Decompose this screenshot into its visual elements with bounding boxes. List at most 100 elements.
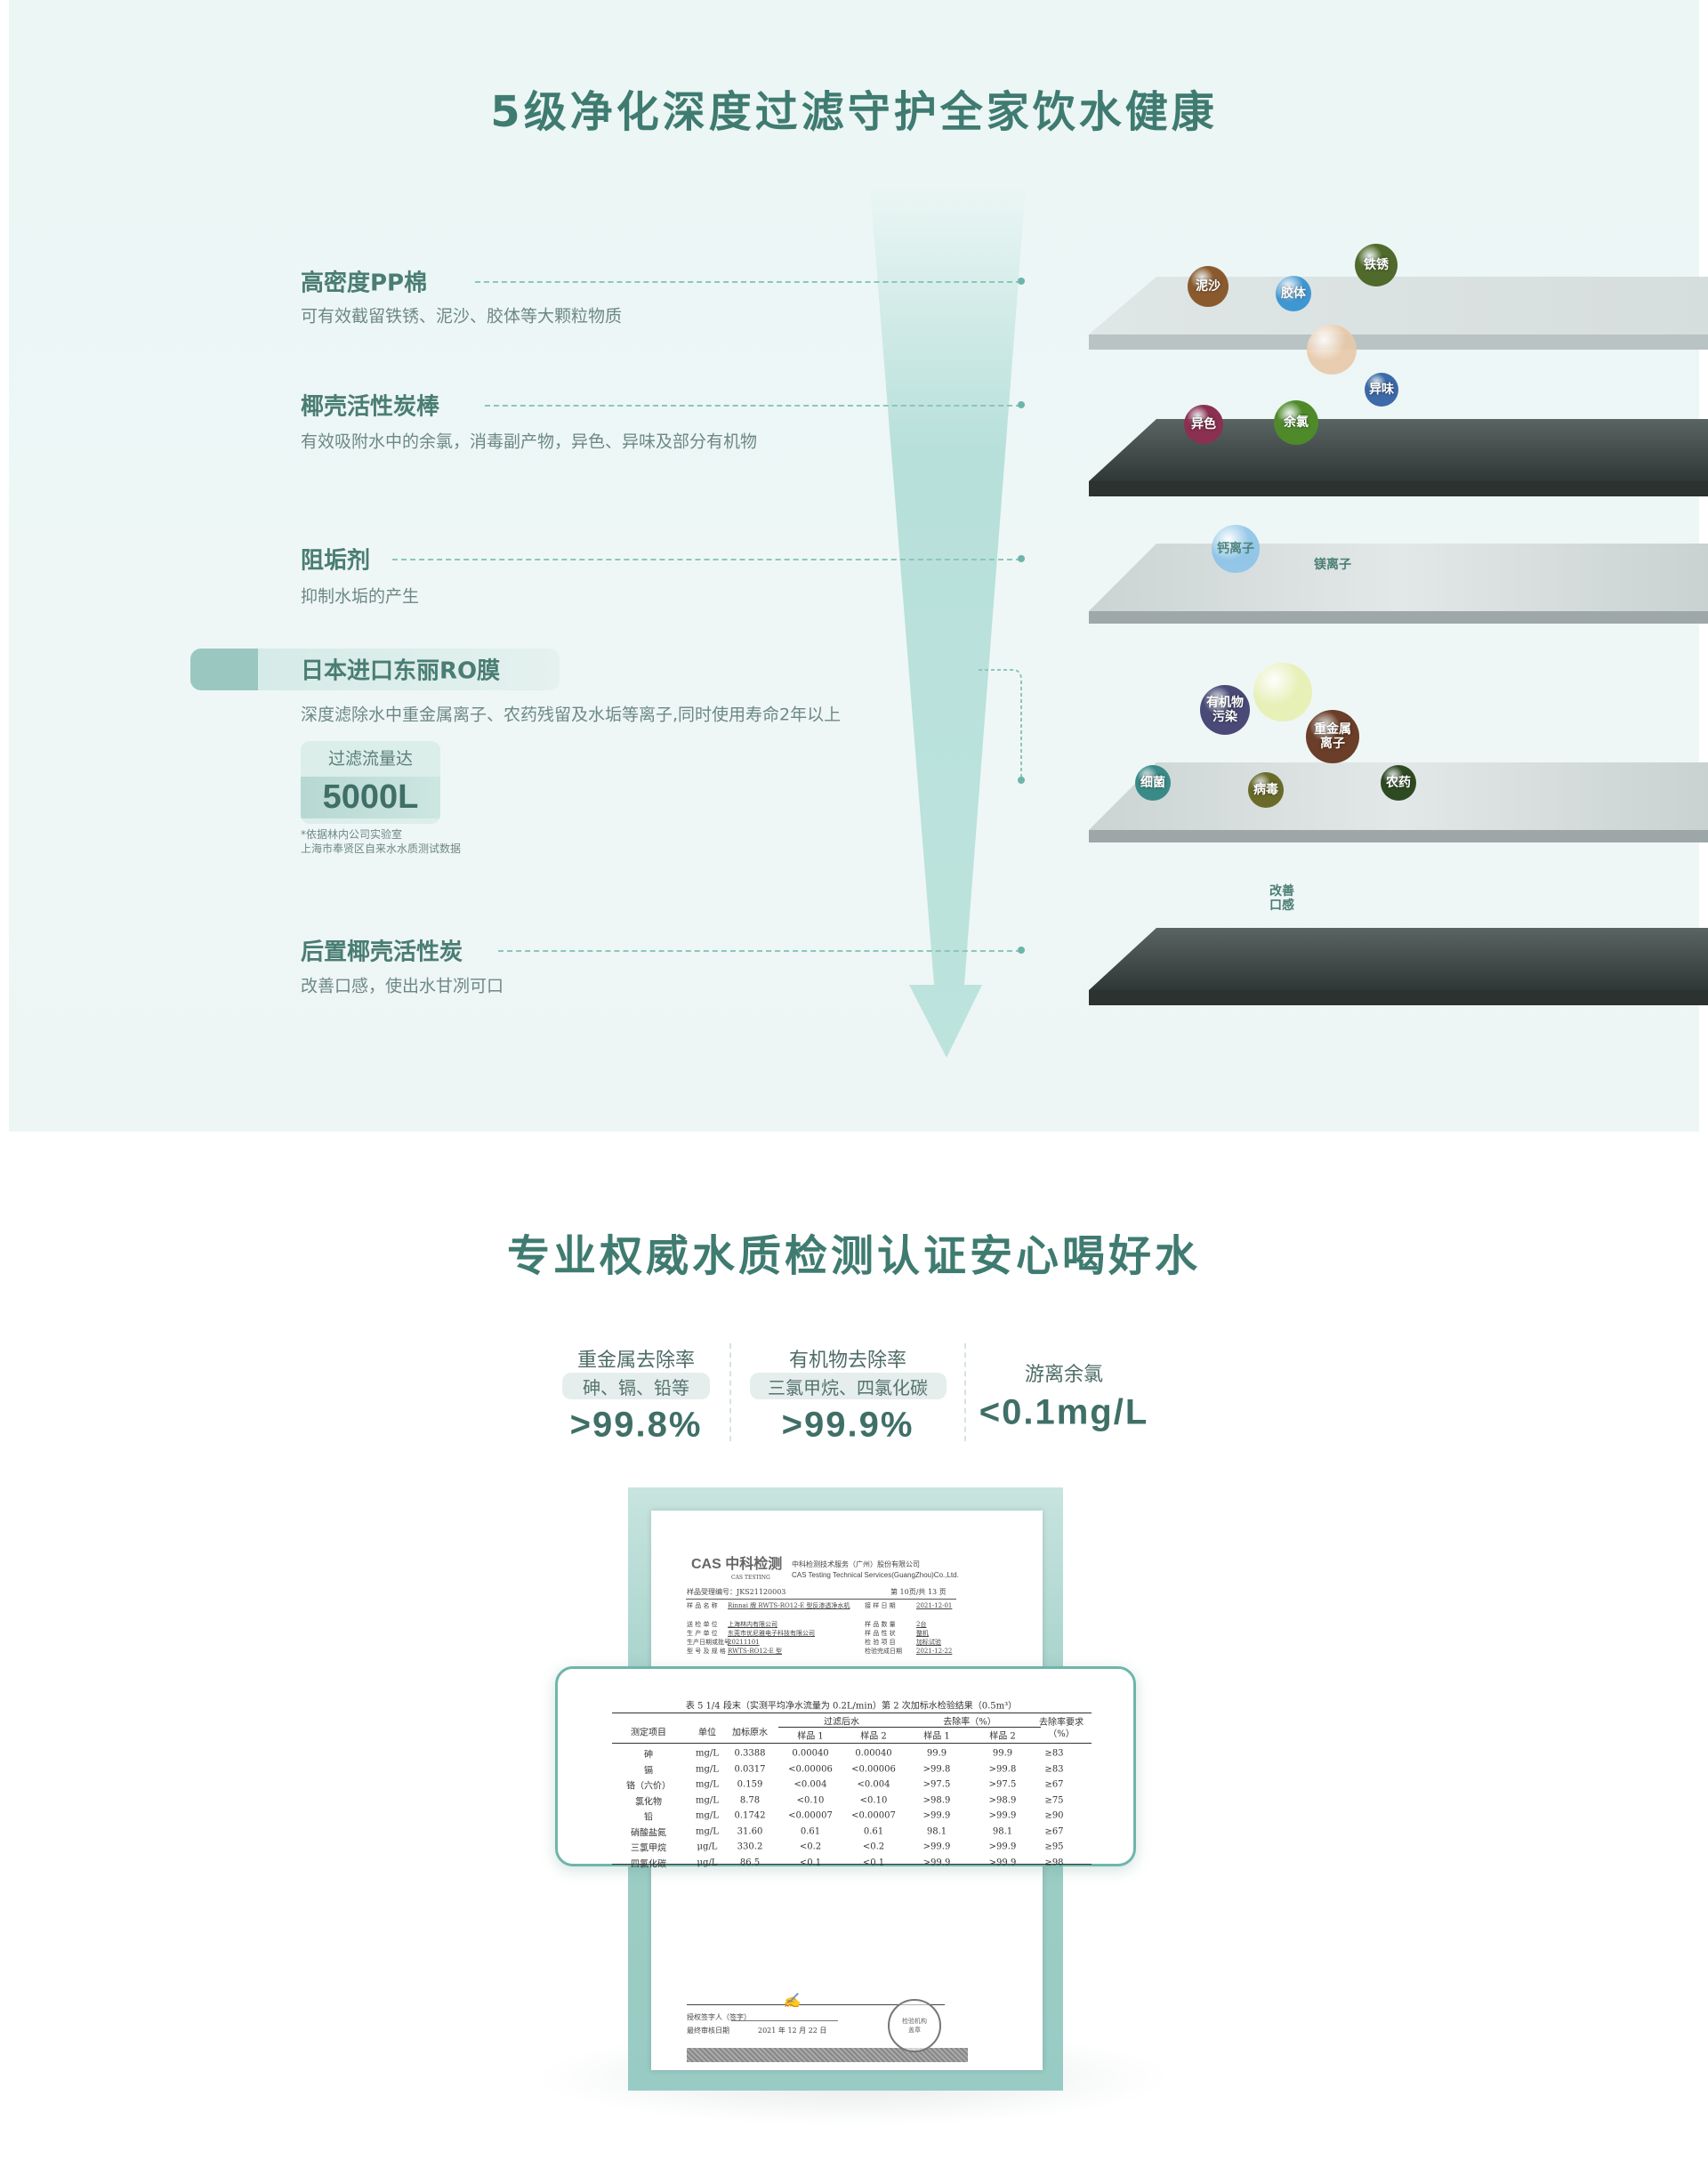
particle-1: 泥沙	[1188, 266, 1229, 307]
dotted-connector	[485, 405, 1021, 407]
certificate-field: 东莞市优尼雅电子科技有限公司	[728, 1630, 815, 1637]
table-rule	[612, 1743, 1092, 1744]
particle-6: 异色	[1184, 405, 1223, 444]
dotted-connector	[475, 281, 1021, 283]
table-cell: <0.1	[799, 1858, 822, 1867]
table-cell: >99.8	[988, 1764, 1017, 1774]
layer-post-carbon	[1089, 928, 1708, 1005]
certificate-field: 生产日期或批号	[687, 1639, 730, 1646]
table-cell: <0.10	[796, 1795, 825, 1805]
table-cell: μg/L	[697, 1842, 718, 1852]
table-cell: <0.2	[799, 1842, 822, 1852]
footnote-line: *依据林内公司实验室	[301, 828, 403, 841]
certificate-field: 整机	[916, 1630, 929, 1637]
certificate-field: 接 样 日 期	[865, 1602, 896, 1609]
particle-7: 余氯	[1274, 400, 1318, 445]
date-value: 2021 年 12 月 22 日	[758, 2027, 827, 2035]
column-header: 去除率要求（%）	[1039, 1718, 1084, 1739]
filter-name: 后置椰壳活性炭	[301, 939, 463, 966]
certificate-field: 2台	[916, 1621, 927, 1628]
particle-9	[1253, 663, 1312, 721]
certificate-field: 样 品 数 量	[865, 1621, 896, 1628]
table-cell: 0.159	[737, 1779, 763, 1790]
table-cell: <0.1	[862, 1858, 885, 1867]
table-cell: 铬（六价）	[626, 1781, 671, 1792]
security-band	[687, 2048, 968, 2062]
table-cell: ≥83	[1044, 1748, 1064, 1759]
section-title: 5级净化深度过滤守护全家饮水健康	[490, 87, 1218, 137]
table-cell: ≥98	[1044, 1858, 1064, 1867]
table-cell: mg/L	[696, 1764, 719, 1774]
table-cell: 98.1	[926, 1826, 947, 1836]
filter-desc: 可有效截留铁锈、泥沙、胶体等大颗粒物质	[301, 306, 623, 326]
certificate-field: 送 检 单 位	[687, 1621, 718, 1628]
table-cell: mg/L	[696, 1795, 719, 1805]
table-cell: mg/L	[696, 1810, 719, 1821]
table-cell: 8.78	[739, 1795, 761, 1805]
table-cell: 0.1742	[734, 1810, 766, 1821]
flow-footnote: *依据林内公司实验室 上海市奉贤区自来水水质测试数据	[301, 827, 461, 856]
table-cell: 0.61	[800, 1826, 821, 1836]
stat-label: 重金属去除率	[576, 1350, 696, 1372]
table-cell: 0.00040	[855, 1748, 892, 1759]
filter-desc: 抑制水垢的产生	[301, 586, 420, 607]
table-cell: 0.61	[863, 1826, 884, 1836]
ro-connector-line	[979, 669, 1022, 778]
particle-2: 胶体	[1276, 276, 1311, 311]
table-cell: <0.00007	[851, 1810, 896, 1821]
connector-dot	[1018, 777, 1025, 784]
table-cell: >99.9	[988, 1858, 1017, 1867]
filter-name: 日本进口东丽RO膜	[301, 657, 501, 685]
stat-pill: 三氯甲烷、四氯化碳	[749, 1373, 947, 1399]
certificate-field: 2021-12-22	[916, 1648, 953, 1655]
official-stamp: 检验机构 盖章	[888, 1999, 941, 2052]
table-cell: ≥67	[1044, 1826, 1064, 1836]
date-label: 最终审核日期	[687, 2027, 729, 2035]
layer-label: 镁离子	[1314, 558, 1351, 572]
signer-label: 授权签字人（签字）	[687, 2013, 751, 2021]
table-cell: mg/L	[696, 1748, 719, 1759]
table-cell: >99.9	[922, 1842, 951, 1852]
company-en: CAS Testing Technical Services(GuangZhou…	[792, 1571, 959, 1579]
stat-pill: 砷、镉、铅等	[562, 1373, 710, 1399]
table-cell: <0.004	[794, 1779, 827, 1790]
table-cell: >99.9	[922, 1810, 951, 1821]
column-subheader: 样品 1	[797, 1731, 824, 1742]
flow-label: 过滤流量达	[327, 749, 413, 769]
rule	[731, 2020, 838, 2021]
table-cell: >99.9	[988, 1810, 1017, 1821]
column-header: 加标原水	[732, 1728, 768, 1738]
section-title-2: 专业权威水质检测认证安心喝好水	[506, 1231, 1201, 1281]
table-cell: >97.5	[988, 1779, 1017, 1790]
certificate-field: 生 产 单 位	[687, 1630, 718, 1637]
table-cell: >99.8	[922, 1764, 951, 1774]
table-cell: 铅	[644, 1812, 653, 1823]
flow-rate-box: 过滤流量达 5000L	[301, 741, 440, 824]
table-cell: 0.00040	[792, 1748, 829, 1759]
table-cell: 硝酸盐氮	[631, 1828, 666, 1838]
table-cell: <0.2	[862, 1842, 885, 1852]
column-subheader: 样品 2	[860, 1731, 887, 1742]
stat-value: >99.9%	[781, 1405, 914, 1445]
footnote-line: 上海市奉贤区自来水水质测试数据	[301, 842, 462, 855]
table-caption: 表 5 1/4 段末（实测平均净水流量为 0.2L/min）第 2 次加标水检验…	[685, 1701, 1018, 1712]
stat-value: >99.8%	[569, 1405, 703, 1445]
filter-desc: 改善口感，使出水甘冽可口	[301, 976, 504, 996]
table-cell: 31.60	[737, 1826, 763, 1836]
layer-carbon-rod	[1089, 419, 1708, 496]
sample-number: 样品受理编号：JKS21120003	[687, 1588, 786, 1596]
stat-label: 有机物去除率	[788, 1350, 907, 1372]
certificate-field: 检 验 项 目	[865, 1639, 896, 1646]
column-header: 过滤后水	[824, 1717, 859, 1728]
table-cell: <0.00006	[851, 1764, 896, 1774]
connector-dot	[1018, 278, 1025, 285]
ro-highlight-badge	[190, 649, 560, 690]
page-number: 第 10页/共 13 页	[890, 1588, 947, 1596]
table-cell: 0.0317	[734, 1764, 766, 1774]
table-cell: 砷	[644, 1750, 653, 1761]
table-cell: 0.3388	[734, 1748, 766, 1759]
table-cell: 99.9	[992, 1748, 1013, 1759]
table-cell: ≥83	[1044, 1764, 1064, 1774]
column-header: 单位	[698, 1728, 716, 1738]
connector-dot	[1018, 947, 1025, 954]
